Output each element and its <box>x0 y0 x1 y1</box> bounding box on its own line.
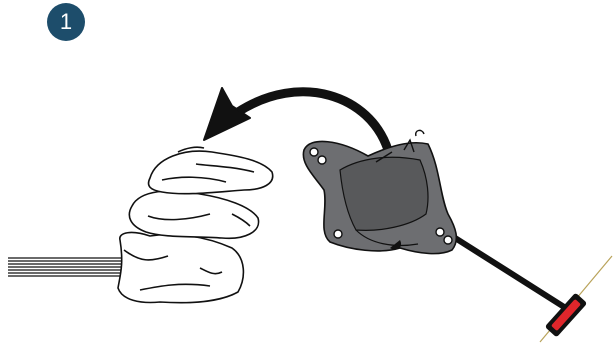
folded-fabric-bag <box>118 147 273 302</box>
pouch <box>303 130 456 253</box>
telescopic-pole <box>452 236 612 342</box>
curved-arrow-left-icon <box>204 88 388 150</box>
cord-bundle <box>8 258 124 276</box>
